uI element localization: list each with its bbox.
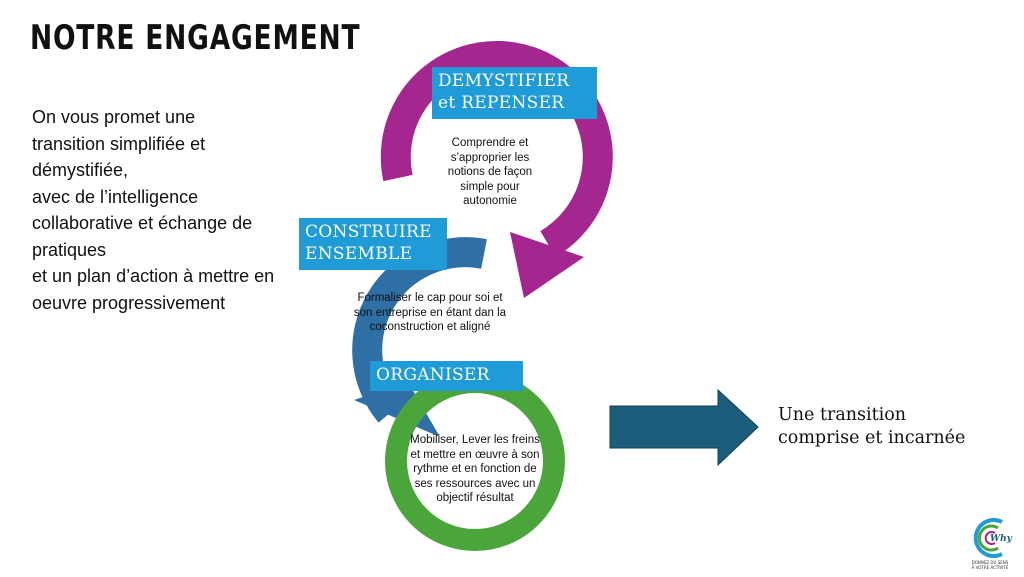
description-line: Formaliser le cap pour soi et <box>357 292 503 304</box>
result-text: Une transition comprise et incarnée <box>778 404 965 450</box>
intro-line: On vous promet une <box>32 107 196 127</box>
intro-line: oeuvre progressivement <box>32 292 226 313</box>
intro-line: pratiques <box>32 239 107 260</box>
step-2-description: Formaliser le cap pour soi et son entrep… <box>340 291 520 335</box>
description-line: objectif résultat <box>436 492 514 504</box>
description-line: et mettre en œuvre à son <box>410 448 540 461</box>
logo-text: Why <box>990 534 1013 544</box>
why-logo: Why DONNEZ DU SENS À VOTRE ACTIVITÉ <box>962 514 1018 572</box>
intro-line: transition simplifiée et <box>32 133 206 154</box>
description-line: ses ressources avec un <box>414 477 536 490</box>
page-title: NOTRE ENGAGEMENT <box>30 18 361 58</box>
step-1-loop-arc <box>380 41 613 257</box>
step-2-label: CONSTRUIRE ENSEMBLE <box>299 218 447 270</box>
step-1-label: DEMYSTIFIER et REPENSER <box>432 67 597 119</box>
step-2-arrowhead <box>354 382 440 437</box>
step-1-label-line: DEMYSTIFIER <box>438 71 570 91</box>
step-1-arrowhead <box>510 232 584 298</box>
logo-icon: Why DONNEZ DU SENS À VOTRE ACTIVITÉ <box>972 518 1013 570</box>
description-line: autonomie <box>463 195 517 207</box>
intro-line: et un plan d’action à mettre en <box>32 266 275 286</box>
result-line: comprise et incarnée <box>778 428 966 448</box>
description-line: notions de façon <box>447 166 533 178</box>
description-line: s’approprier les <box>450 151 530 164</box>
step-1-description: Comprendre et s’approprier les notions d… <box>420 136 560 209</box>
description-line: Comprendre et <box>451 137 529 149</box>
intro-line: avec de l’intelligence <box>32 186 199 207</box>
result-line: Une transition <box>778 405 907 425</box>
intro-text: On vous promet une transition simplifiée… <box>32 104 312 316</box>
step-3-label: ORGANISER <box>370 361 523 391</box>
description-line: simple pour <box>460 180 520 193</box>
result-arrow <box>609 388 759 467</box>
step-3-label-line: ORGANISER <box>376 365 490 385</box>
intro-line: collaborative et échange de <box>32 213 253 233</box>
step-2-label-line: ENSEMBLE <box>305 244 413 264</box>
description-line: Mobiliser, Lever les freins <box>410 434 540 446</box>
step-1-label-line: et REPENSER <box>438 93 565 113</box>
step-2-label-line: CONSTRUIRE <box>305 222 432 242</box>
step-3-description: Mobiliser, Lever les freins et mettre en… <box>410 433 540 506</box>
intro-line: démystifiée, <box>32 160 129 180</box>
description-line: son entreprise en étant dan la <box>353 306 507 319</box>
description-line: rythme et en fonction de <box>413 463 537 475</box>
logo-tagline-line: DONNEZ DU SENS <box>972 560 1009 565</box>
logo-tagline-line: À VOTRE ACTIVITÉ <box>972 565 1009 570</box>
description-line: coconstruction et aligné <box>369 321 491 333</box>
